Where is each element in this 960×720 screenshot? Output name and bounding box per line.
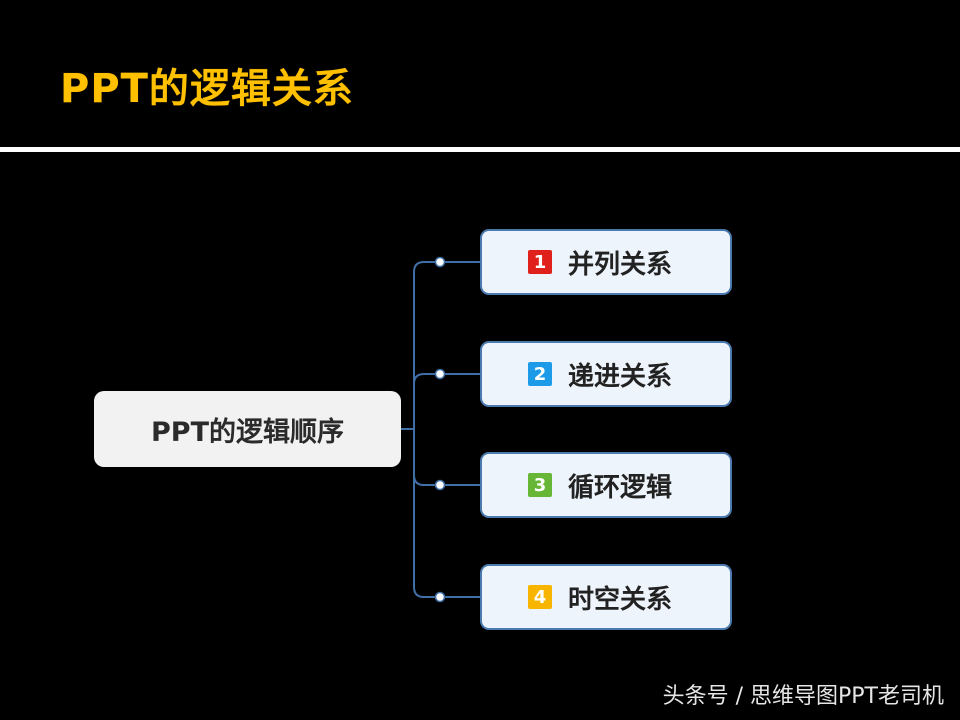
branch-connector-3 [413,474,440,486]
connector-dot-2 [434,368,446,380]
number-1-icon: 1 [528,250,552,274]
connector-dot-1 [434,256,446,268]
number-4-icon: 4 [528,585,552,609]
trunk-connector [413,261,440,598]
root-node[interactable]: PPT的逻辑顺序 [94,391,401,467]
slide-title: PPT的逻辑关系 [60,66,354,112]
title-divider [0,147,960,152]
branch-node-1[interactable]: 1 并列关系 [480,229,732,295]
root-node-label: PPT的逻辑顺序 [151,416,344,448]
branch-connector-2 [413,373,440,385]
connector-dot-4 [434,591,446,603]
number-2-icon: 2 [528,362,552,386]
branch-label-2: 递进关系 [568,361,673,392]
connector-dot-3 [434,479,446,491]
watermark: 头条号 / 思维导图PPT老司机 [662,684,944,709]
branch-node-2[interactable]: 2 递进关系 [480,341,732,407]
branch-label-4: 时空关系 [568,584,673,615]
branch-label-1: 并列关系 [568,249,673,280]
branch-node-3[interactable]: 3 循环逻辑 [480,452,732,518]
number-3-icon: 3 [528,473,552,497]
branch-node-4[interactable]: 4 时空关系 [480,564,732,630]
branch-label-3: 循环逻辑 [568,472,673,503]
